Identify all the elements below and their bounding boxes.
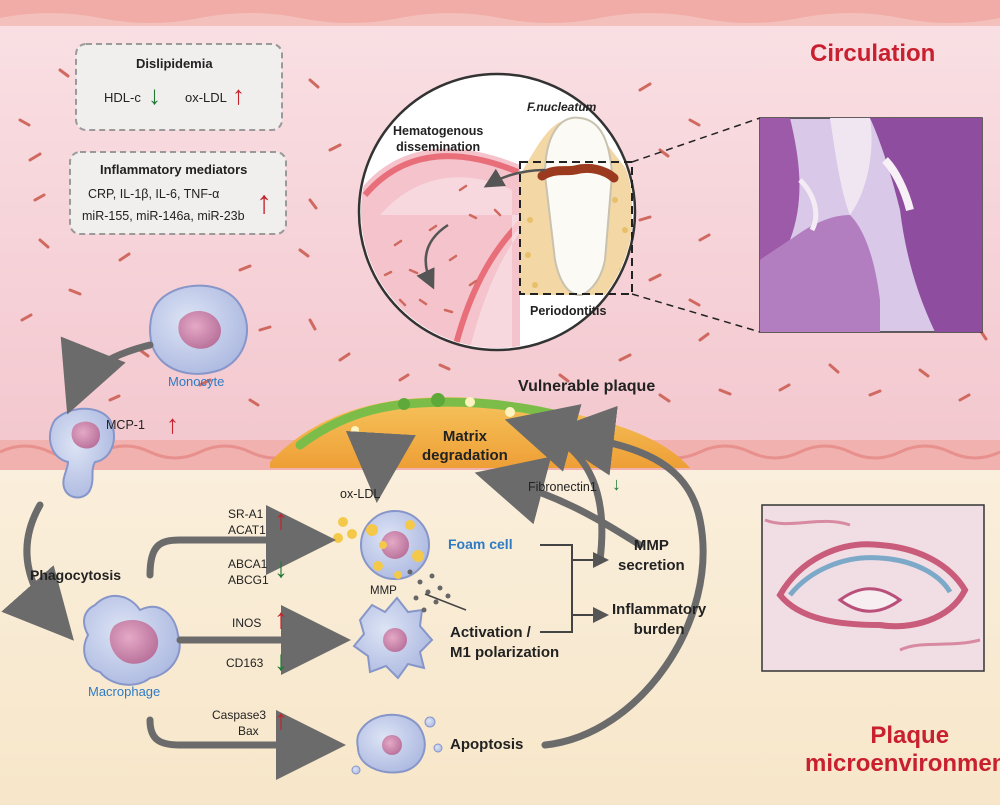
oxldl-circulation-label: ox-LDL xyxy=(185,90,227,105)
up-arrow-icon: ↑ xyxy=(274,603,288,634)
apoptosis-label: Apoptosis xyxy=(450,736,524,753)
up-arrow-icon: ↑ xyxy=(274,704,288,735)
flow-arrow-icon xyxy=(1,336,707,780)
inflammatory-burden-label: Inflammatory burden xyxy=(612,601,707,638)
matrix-degradation-label: Matrix degradation xyxy=(422,428,508,464)
mmp-particles xyxy=(407,569,451,613)
circulation-title: Circulation xyxy=(810,40,936,67)
up-arrow-icon: ↑ xyxy=(256,184,272,220)
monocyte-cell xyxy=(149,284,249,375)
macrophage-cell xyxy=(83,595,181,686)
down-arrow-icon: ↓ xyxy=(612,474,621,494)
hematogenous-label: Hematogenous dissemination xyxy=(393,124,484,154)
monocyte-label: Monocyte xyxy=(168,374,225,389)
bacteria-scatter xyxy=(18,58,988,407)
inflammatory-line2: miR-155, miR-146a, miR-23b xyxy=(82,209,245,223)
pathogen-label: F.nucleatum xyxy=(527,100,597,114)
dislipidemia-heading: Dislipidemia xyxy=(136,56,213,71)
mcp1-label: MCP-1 xyxy=(106,418,145,432)
plaque-microenvironment-title: Plaque microenvironment xyxy=(805,722,1000,777)
fibronectin-label: Fibronectin1 xyxy=(528,480,597,494)
abca1-label: ABCA1 xyxy=(228,557,268,571)
mmp-label: MMP xyxy=(370,585,397,597)
acat1-label: ACAT1 xyxy=(228,523,266,537)
vulnerable-plaque-label: Vulnerable plaque xyxy=(518,378,656,395)
pathway-bracket xyxy=(540,544,609,633)
inos-label: INOS xyxy=(232,616,262,630)
inflammatory-box xyxy=(69,151,287,235)
abcg1-label: ABCG1 xyxy=(228,573,269,587)
activation-label: Activation / M1 polarization xyxy=(450,624,560,661)
foam-cell xyxy=(360,510,430,580)
up-arrow-icon: ↑ xyxy=(166,409,179,439)
phagocytosis-label: Phagocytosis xyxy=(30,567,122,583)
up-arrow-icon: ↑ xyxy=(232,80,245,110)
periodontitis-label: Periodontitis xyxy=(530,304,607,318)
inflammatory-line1: CRP, IL-1β, IL-6, TNF-α xyxy=(88,187,220,201)
oxldl-particles xyxy=(333,517,357,543)
dislipidemia-box xyxy=(75,43,283,131)
m1-cell xyxy=(352,596,434,680)
down-arrow-icon: ↓ xyxy=(274,645,288,676)
inflammatory-heading: Inflammatory mediators xyxy=(100,162,248,177)
mmp-secretion-label: MMP secretion xyxy=(618,537,685,574)
macrophage-label: Macrophage xyxy=(88,684,161,699)
transmigrating-cell xyxy=(48,407,115,499)
hdl-label: HDL-c xyxy=(104,90,141,105)
down-arrow-icon: ↓ xyxy=(274,552,288,583)
up-arrow-icon: ↑ xyxy=(274,504,288,535)
sr-a1-label: SR-A1 xyxy=(228,507,264,521)
caspase3-label: Caspase3 xyxy=(212,708,267,722)
inset-focus-frame xyxy=(519,161,633,295)
cd163-label: CD163 xyxy=(226,656,264,670)
down-arrow-icon: ↓ xyxy=(148,80,161,110)
oxldl-plaque-label: ox-LDL xyxy=(340,487,381,501)
bax-label: Bax xyxy=(238,724,259,738)
foam-cell-label: Foam cell xyxy=(448,536,513,552)
apoptotic-cell xyxy=(351,713,443,775)
